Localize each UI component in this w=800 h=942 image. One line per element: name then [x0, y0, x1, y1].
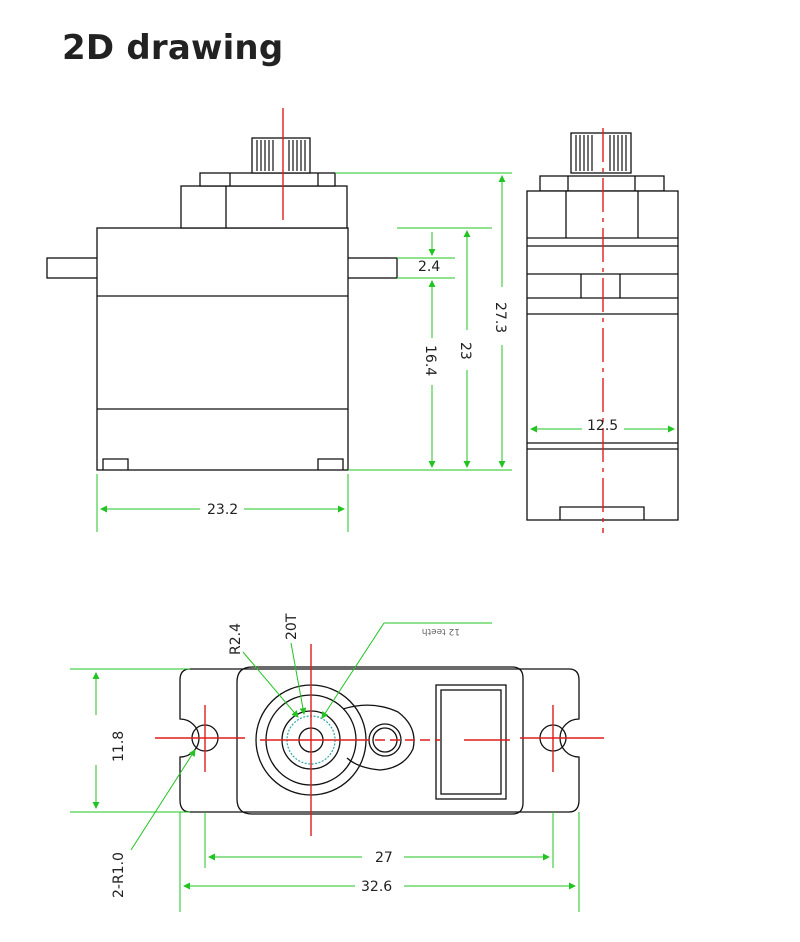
top-body: [236, 666, 524, 815]
left-mounting-tab: [46, 257, 100, 279]
dim-teeth: 20T: [284, 613, 300, 640]
front-top-housing: [180, 185, 348, 229]
dim-hole-spacing: 27: [375, 850, 393, 866]
dim-hole-radius: 2-R1.0: [111, 852, 127, 898]
page-title: 2D drawing: [62, 28, 284, 68]
dim-tab-thickness: 2.4: [418, 259, 440, 275]
dim-teeth-note: 12 teeth: [422, 626, 460, 636]
dim-width-side: 12.5: [587, 418, 618, 434]
dim-height-top: 11.8: [111, 731, 127, 762]
top-view: 11.8 27 32.6 2-R1.0 R2.4 20T 12 teeth: [70, 613, 604, 912]
front-view: 27.3 23 16.4 2.4 23.2: [46, 108, 512, 532]
side-view: 12.5: [526, 128, 679, 533]
front-output-spline: [251, 137, 311, 174]
right-mounting-tab: [346, 257, 398, 279]
dim-overall-length: 32.6: [361, 879, 392, 895]
dim-height-lower: 16.4: [422, 345, 438, 376]
top-flange-outline: [179, 668, 580, 813]
dim-height-total: 27.3: [492, 302, 508, 333]
dim-spline-radius: R2.4: [228, 623, 244, 655]
dim-height-case: 23: [457, 342, 473, 360]
front-case-body: [96, 227, 349, 471]
dim-width-front: 23.2: [207, 502, 238, 518]
side-output-spline: [570, 132, 632, 174]
top-window: [435, 684, 507, 800]
